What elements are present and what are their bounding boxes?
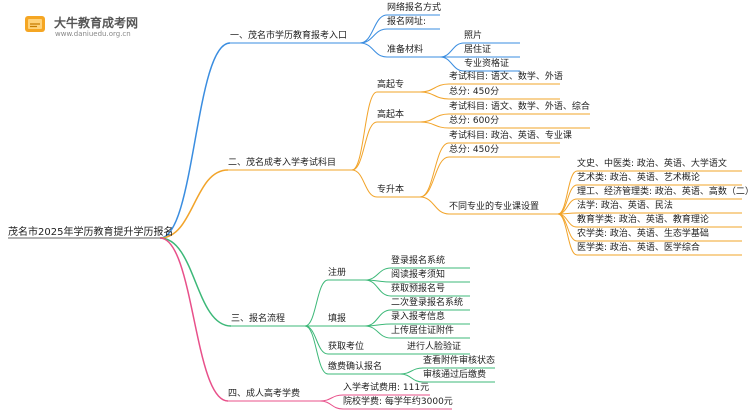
brand-url: www.daniuedu.org.cn (55, 30, 131, 38)
pay-to-1 (399, 373, 424, 383)
node-enter-info: 录入报考信息 (391, 312, 446, 322)
node-exam-fee: 入学考试费用: 111元 (343, 383, 430, 393)
node-major-courses: 不同专业的专业课设置 (449, 202, 540, 212)
node-residence: 居住证 (464, 45, 492, 55)
node-course-law: 法学: 政治、英语、民法 (577, 201, 673, 211)
node-course-edu: 教育学类: 政治、英语、教育理论 (577, 215, 709, 225)
node-relogin: 二次登录报名系统 (391, 298, 464, 308)
gqb-to-0 (419, 113, 450, 123)
gqb-to-1 (419, 121, 450, 129)
node-gqz: 高起专 (377, 80, 405, 90)
branch-entry: 一、茂名市学历教育报考入口 (230, 31, 348, 41)
node-login: 登录报名系统 (391, 256, 446, 266)
gqz-to-0 (419, 83, 450, 93)
fees-to-1 (319, 400, 344, 410)
book-logo-icon (25, 16, 45, 32)
gqz-to-1 (419, 91, 450, 100)
fill-to-2 (364, 325, 392, 339)
node-pay-after: 审核通过后缴费 (423, 370, 487, 380)
node-seat: 获取考位 (328, 342, 365, 352)
node-site: 报名网址: (387, 17, 427, 27)
branch-subjects: 二、茂名成考入学考试科目 (228, 158, 337, 168)
process-to-pay (304, 325, 329, 375)
branch-fees: 四、成人高考学费 (228, 389, 301, 399)
entry-to-site (359, 28, 388, 44)
node-gqb-total: 总分: 600分 (449, 116, 500, 126)
node-course-agri: 农学类: 政治、英语、生态学基础 (577, 229, 709, 239)
node-gqz-total: 总分: 450分 (449, 87, 500, 97)
node-gqb-subjects: 考试科目: 语文、数学、外语、综合 (449, 102, 590, 112)
root-to-entry (159, 42, 231, 239)
node-read-notice: 阅读报考须知 (391, 270, 446, 280)
course-to-0 (557, 170, 578, 215)
node-course-med: 医学类: 政治、英语、医学综合 (577, 243, 700, 253)
node-cert: 专业资格证 (464, 59, 510, 69)
fees-to-0 (319, 394, 344, 402)
materials-to-item0 (439, 42, 465, 58)
zsb-to-2 (419, 196, 450, 215)
node-register: 注册 (328, 268, 347, 278)
root-to-fees (159, 237, 229, 402)
node-fill: 填报 (328, 314, 347, 324)
node-course-science: 理工、经济管理类: 政治、英语、高数（二） (577, 187, 750, 197)
node-materials: 准备材料 (387, 45, 424, 55)
node-zsb: 专升本 (377, 185, 405, 195)
node-pay-confirm: 缴费确认报名 (328, 362, 383, 372)
subjects-to-zsb (351, 169, 378, 198)
pay-to-0 (399, 367, 424, 375)
root-to-subjects (159, 169, 229, 239)
subjects-to-gqz (351, 91, 378, 171)
node-tuition: 院校学费: 每学年约3000元 (343, 397, 453, 407)
zsb-to-0 (419, 142, 450, 198)
process-to-register (304, 279, 329, 327)
entry-to-online (359, 14, 388, 44)
brand-name: 大牛教育成考网 (54, 16, 139, 30)
branch-process: 三、报名流程 (231, 314, 286, 324)
root-to-process (159, 237, 232, 327)
subjects-to-gqb (351, 121, 378, 171)
node-zsb-total: 总分: 450分 (449, 145, 500, 155)
node-upload: 上传居住证附件 (391, 326, 455, 336)
course-to-6 (557, 213, 578, 256)
node-get-prereg: 获取预报名号 (391, 284, 446, 294)
course-to-1 (557, 184, 578, 215)
materials-to-item2 (439, 56, 465, 72)
register-to-2 (364, 279, 392, 297)
node-course-wenshi: 文史、中医类: 政治、英语、大学语文 (577, 159, 727, 169)
node-zsb-subjects: 考试科目: 政治、英语、专业课 (449, 131, 572, 141)
node-gqz-subjects: 考试科目: 语文、数学、外语 (449, 72, 563, 82)
entry-to-materials (359, 42, 388, 58)
register-to-0 (364, 267, 392, 281)
node-photo: 照片 (464, 31, 483, 41)
node-gqb: 高起本 (377, 110, 405, 120)
root-node: 茂名市2025年学历教育提升学历报名 (8, 227, 174, 238)
node-course-art: 艺术类: 政治、英语、艺术概论 (577, 173, 700, 183)
node-online-method: 网络报名方式 (387, 3, 442, 13)
course-to-5 (557, 213, 578, 242)
node-check-status: 查看附件审核状态 (423, 356, 496, 366)
node-face: 进行人脸验证 (407, 342, 462, 352)
zsb-to-1 (419, 156, 450, 198)
